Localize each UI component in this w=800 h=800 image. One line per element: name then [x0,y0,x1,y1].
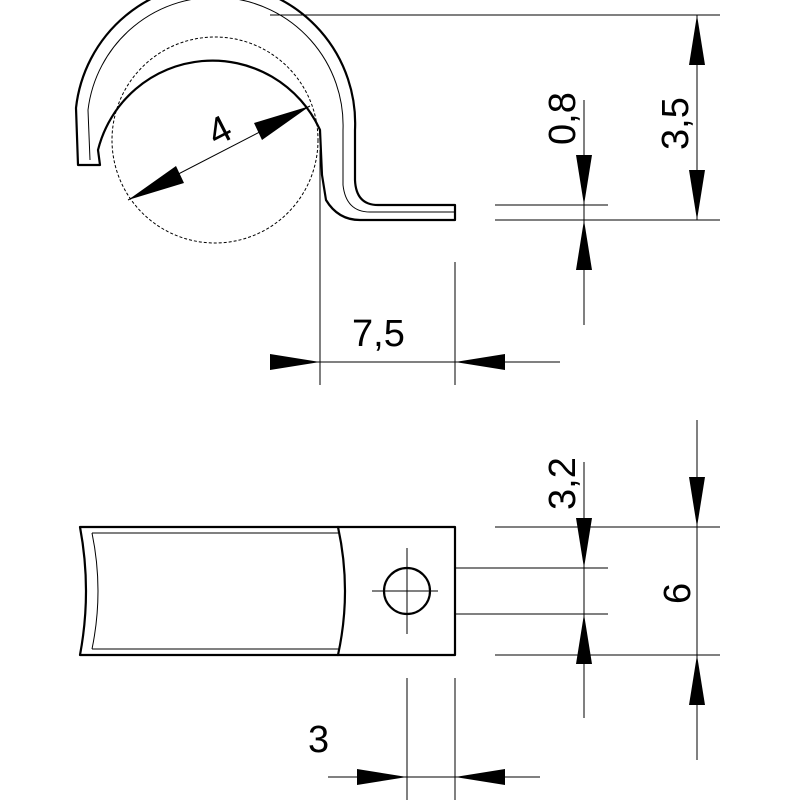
hole-arrow-bottom [576,614,592,664]
diameter-label: 4 [201,108,239,155]
width-arrow-top [689,477,705,527]
foot-arrow-right [455,354,505,370]
diameter-arrow-start [128,166,184,200]
clip-inner-line [87,0,455,213]
clip-left-curve [91,532,99,650]
clip-body-outline [78,525,457,657]
hole-diameter-label: 3,2 [542,457,584,510]
offset-arrow-right [455,769,505,785]
thickness-label: 0,8 [542,92,584,145]
offset-arrow-left [357,769,407,785]
height-label: 3,5 [655,97,697,150]
width-label: 6 [657,583,699,604]
clip-right-curve [336,525,347,657]
hole-offset-label: 3 [308,719,329,761]
height-arrow-top [689,15,705,65]
thickness-arrow-bottom [576,220,592,270]
foot-arrow-left [270,354,320,370]
hole-arrow-top [576,518,592,568]
top-view: 6 3,2 3 [78,420,720,800]
thickness-arrow-top [576,155,592,205]
side-view: 4 3,5 0,8 7,5 [74,0,720,385]
width-arrow-bottom [689,655,705,705]
pipe-circle [111,36,319,244]
clip-outer-profile [74,0,457,222]
height-arrow-bottom [689,170,705,220]
diameter-arrow-end [254,106,310,140]
foot-length-label: 7,5 [352,313,405,355]
